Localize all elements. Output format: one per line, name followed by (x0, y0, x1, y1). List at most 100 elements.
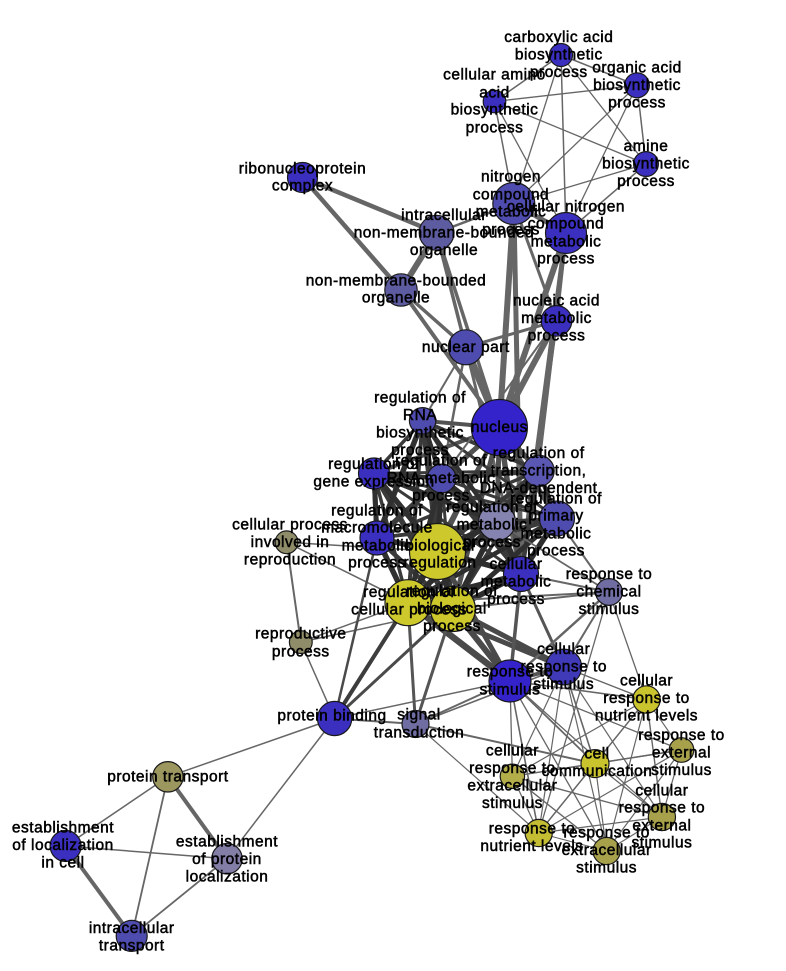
svg-text:cellular: cellular (537, 641, 590, 658)
svg-text:organelle: organelle (410, 242, 478, 259)
svg-text:localization: localization (186, 868, 269, 885)
svg-text:regulation of: regulation of (446, 499, 538, 516)
svg-text:biosynthetic: biosynthetic (593, 77, 681, 94)
svg-text:transduction: transduction (374, 724, 464, 741)
svg-text:macromolecule: macromolecule (321, 520, 433, 537)
svg-text:response to: response to (489, 821, 576, 838)
svg-text:metabolic: metabolic (521, 310, 592, 327)
svg-text:process: process (348, 555, 406, 572)
svg-text:regulation of: regulation of (328, 456, 420, 473)
svg-text:reproductive: reproductive (255, 626, 346, 643)
svg-text:cellular: cellular (489, 556, 542, 573)
svg-text:signal: signal (397, 707, 441, 724)
svg-text:extracellular: extracellular (562, 842, 652, 859)
svg-text:regulation of: regulation of (363, 584, 455, 601)
svg-text:biological: biological (417, 601, 487, 618)
svg-text:regulation of: regulation of (395, 453, 487, 470)
svg-text:stimulus: stimulus (631, 835, 692, 852)
svg-text:metabolic: metabolic (481, 574, 552, 591)
svg-text:metabolic: metabolic (342, 537, 413, 554)
svg-text:biosynthetic: biosynthetic (602, 156, 690, 173)
svg-text:organelle: organelle (362, 290, 430, 307)
svg-text:cellular: cellular (620, 672, 673, 689)
svg-text:biosynthetic: biosynthetic (515, 47, 603, 64)
svg-text:stimulus: stimulus (480, 681, 541, 698)
svg-text:response to: response to (469, 760, 556, 777)
svg-text:metabolic: metabolic (457, 516, 528, 533)
svg-text:process: process (537, 251, 595, 268)
svg-text:process: process (487, 591, 545, 608)
svg-text:metabolic: metabolic (476, 204, 547, 221)
svg-text:gene expression: gene expression (313, 474, 434, 491)
svg-text:process: process (608, 94, 666, 111)
svg-text:compound: compound (473, 186, 549, 203)
svg-text:non-membrane-bounded: non-membrane-bounded (354, 224, 535, 241)
svg-text:in cell: in cell (41, 854, 84, 871)
svg-text:nitrogen: nitrogen (481, 169, 541, 186)
svg-text:process: process (272, 643, 330, 660)
svg-text:external: external (632, 817, 691, 834)
svg-text:nutrient levels: nutrient levels (480, 838, 583, 855)
svg-text:complex: complex (272, 178, 333, 195)
svg-text:cellular process: cellular process (232, 516, 348, 533)
svg-text:reproduction: reproduction (244, 551, 336, 568)
svg-text:establishment: establishment (12, 819, 114, 836)
svg-text:process: process (466, 119, 524, 136)
svg-text:transcription,: transcription, (491, 462, 587, 479)
svg-text:intracellular: intracellular (401, 207, 487, 224)
svg-text:cell: cell (584, 746, 609, 763)
svg-text:response to: response to (638, 727, 725, 744)
svg-text:process: process (391, 442, 449, 459)
svg-text:regulation of: regulation of (493, 445, 585, 462)
svg-text:communication: communication (542, 763, 653, 780)
svg-text:of protein: of protein (192, 851, 262, 868)
svg-text:nucleic acid: nucleic acid (513, 293, 600, 310)
svg-text:regulation of: regulation of (510, 490, 602, 507)
svg-text:RNA metabolic: RNA metabolic (386, 470, 495, 487)
svg-text:cellular amino: cellular amino (443, 67, 546, 84)
svg-text:acid: acid (479, 84, 509, 101)
svg-text:biological: biological (405, 537, 475, 554)
svg-text:process: process (530, 64, 588, 81)
svg-text:establishment: establishment (176, 833, 278, 850)
svg-text:process: process (527, 543, 585, 560)
svg-text:response to: response to (566, 566, 653, 583)
svg-text:chemical: chemical (576, 584, 641, 601)
svg-text:nuclear part: nuclear part (422, 339, 510, 356)
svg-text:stimulus: stimulus (579, 601, 640, 618)
svg-text:stimulus: stimulus (576, 860, 637, 877)
svg-text:transport: transport (99, 938, 165, 955)
svg-text:protein binding: protein binding (277, 708, 386, 725)
svg-text:process: process (617, 173, 675, 190)
svg-text:external: external (652, 745, 711, 762)
svg-text:biosynthetic: biosynthetic (376, 425, 464, 442)
svg-text:biosynthetic: biosynthetic (451, 102, 539, 119)
svg-text:process: process (528, 328, 586, 345)
svg-text:RNA: RNA (403, 407, 437, 424)
svg-text:metabolic: metabolic (521, 525, 592, 542)
svg-text:response to: response to (520, 659, 607, 676)
svg-text:regulation: regulation (403, 555, 476, 572)
svg-text:involved in: involved in (251, 534, 330, 551)
svg-text:nucleus: nucleus (471, 419, 528, 436)
svg-text:extracellular: extracellular (467, 778, 557, 795)
svg-text:process: process (482, 221, 540, 238)
svg-text:regulation of: regulation of (374, 390, 466, 407)
svg-text:DNA-dependent: DNA-dependent (480, 480, 598, 497)
svg-text:regulation of: regulation of (406, 583, 498, 600)
svg-text:response to: response to (603, 690, 690, 707)
svg-text:amine: amine (624, 138, 669, 155)
svg-text:cellular nitrogen: cellular nitrogen (507, 198, 625, 215)
svg-text:cellular: cellular (635, 782, 688, 799)
svg-text:response to: response to (563, 825, 650, 842)
svg-text:response to: response to (619, 800, 706, 817)
svg-text:ribonucleoprotein: ribonucleoprotein (239, 160, 366, 177)
svg-text:process: process (463, 534, 521, 551)
svg-text:non-membrane-bounded: non-membrane-bounded (306, 272, 487, 289)
svg-text:response to: response to (467, 664, 554, 681)
svg-text:nutrient levels: nutrient levels (595, 707, 698, 724)
svg-text:stimulus: stimulus (482, 795, 543, 812)
svg-text:organic acid: organic acid (592, 59, 682, 76)
svg-text:of localization: of localization (12, 837, 113, 854)
svg-text:regulation of: regulation of (331, 502, 423, 519)
